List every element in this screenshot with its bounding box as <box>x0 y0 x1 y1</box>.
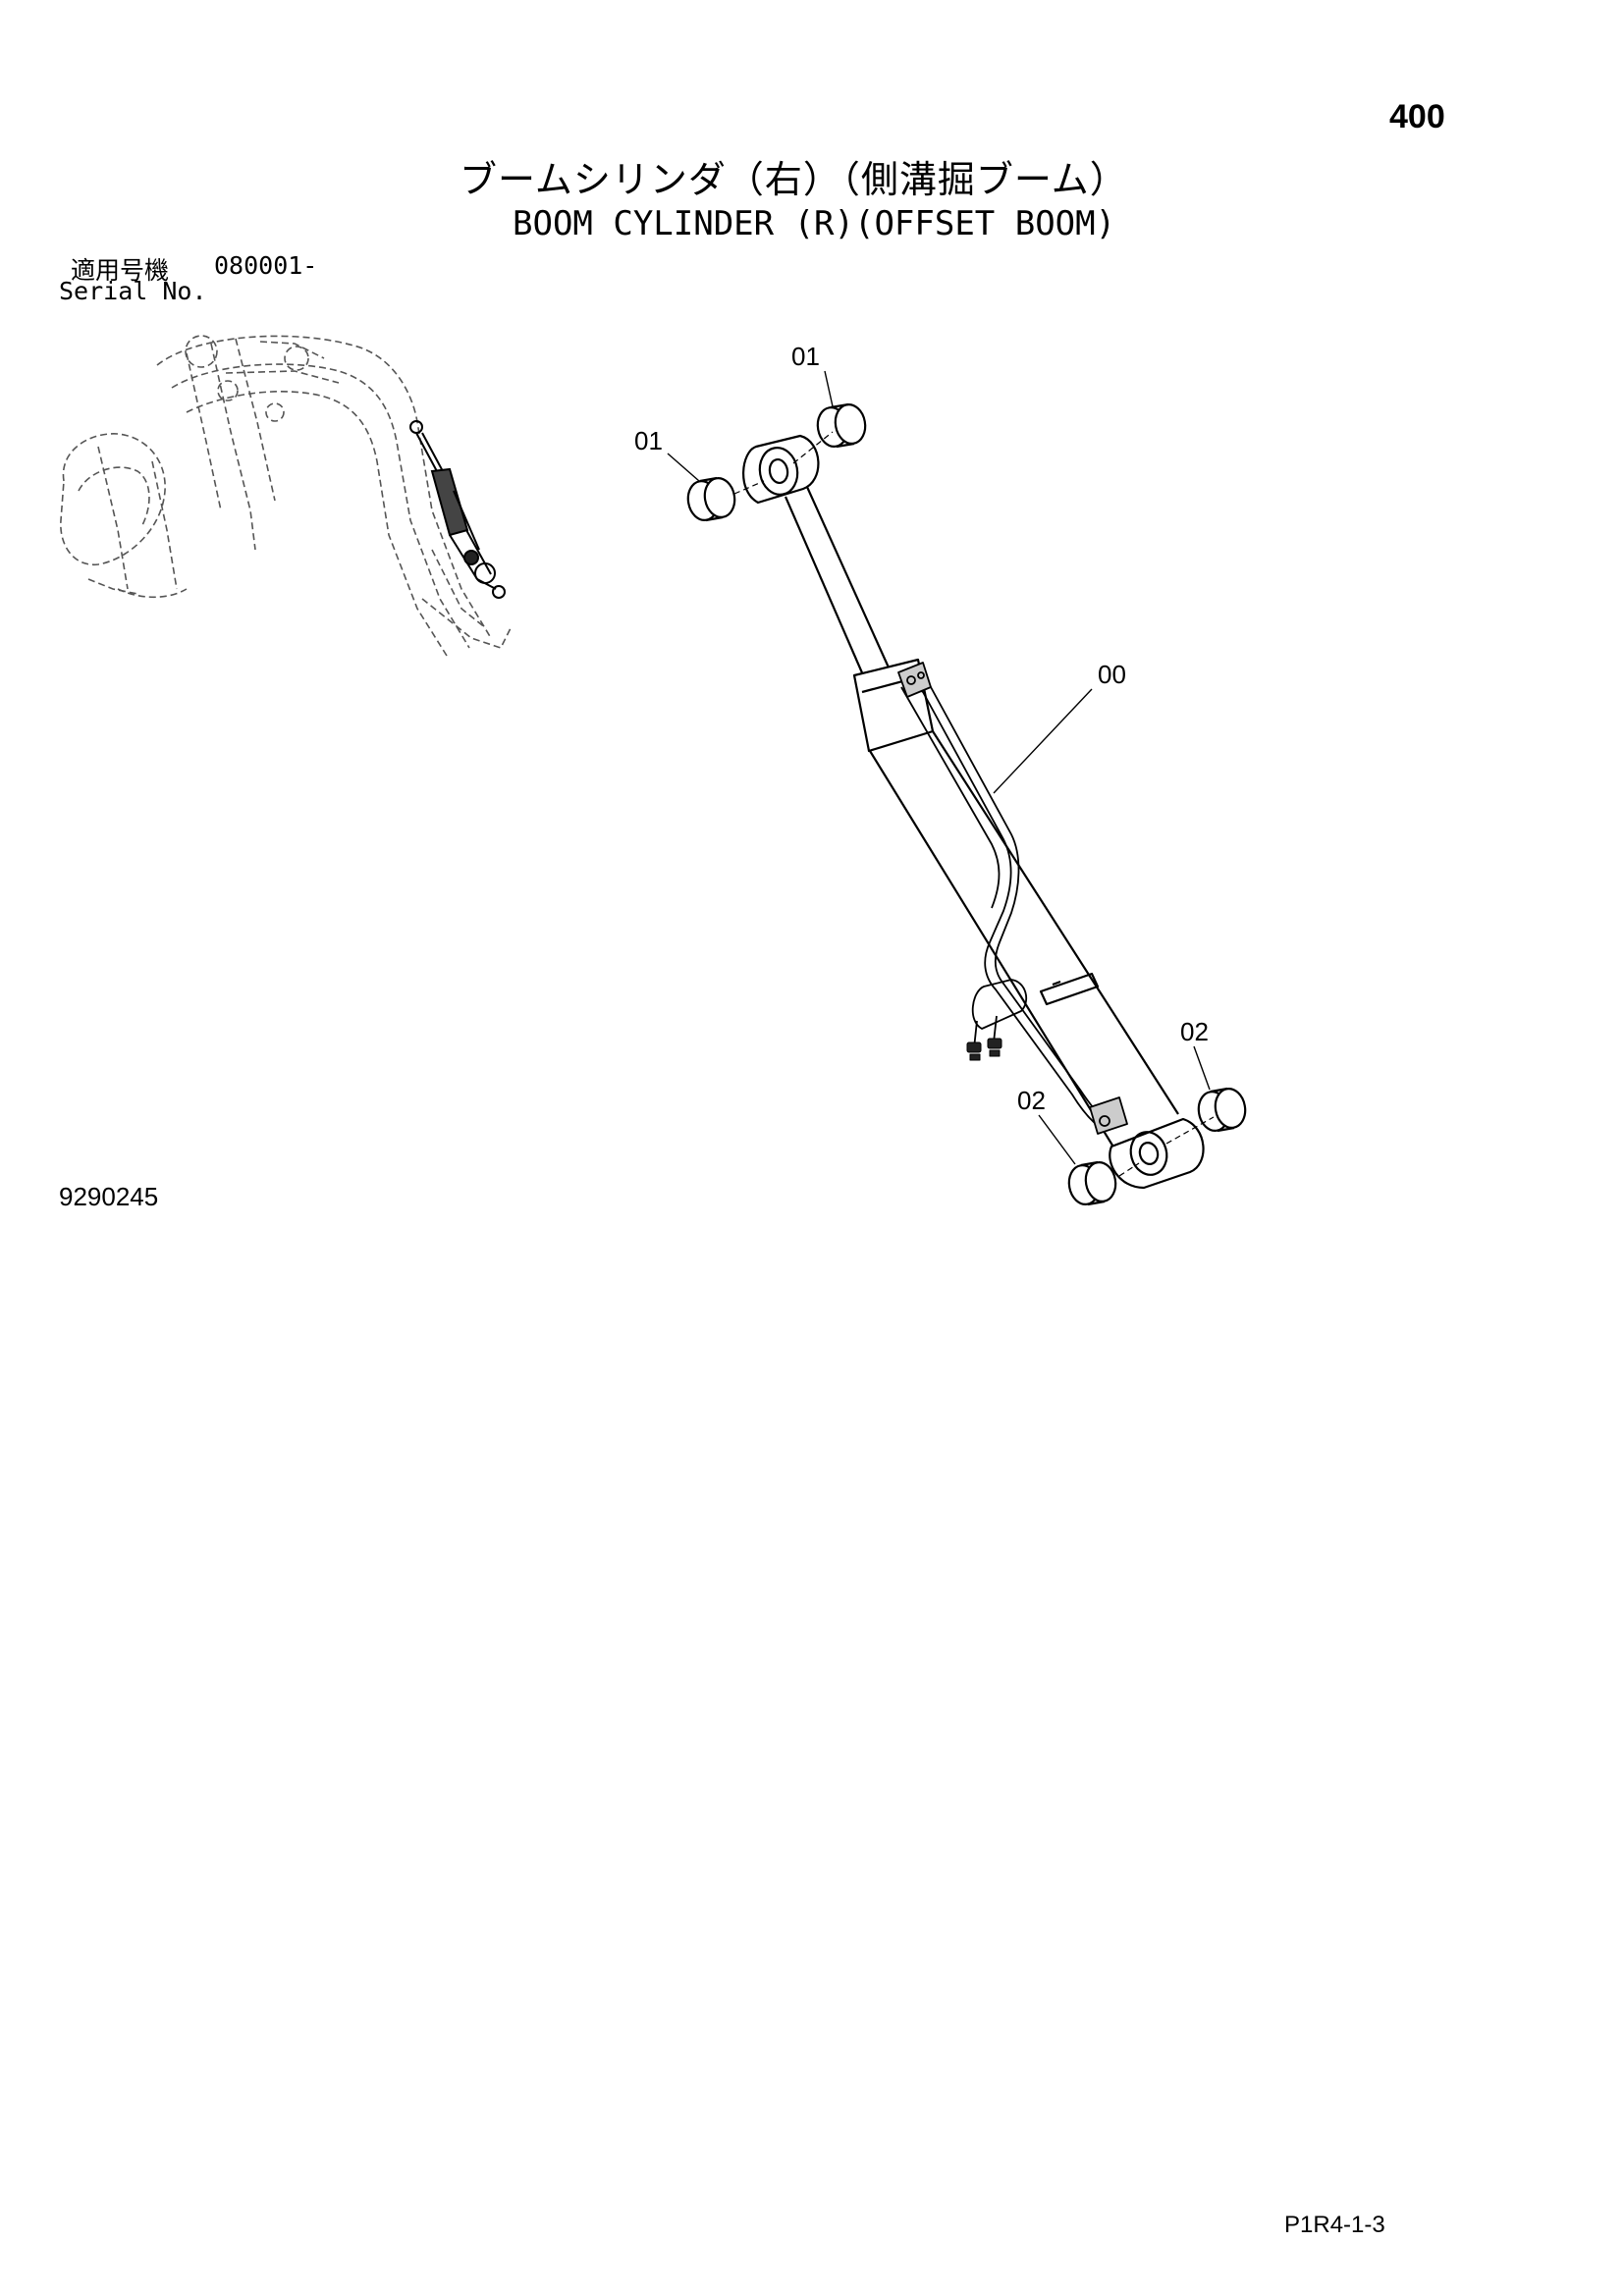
serial-label-japanese: 適用号機 <box>71 256 170 285</box>
piston-rod <box>784 486 891 678</box>
callout-part-02-right: 02 <box>1180 1017 1209 1046</box>
excavator-overview-illustration <box>60 335 512 657</box>
bushing-02-right <box>1197 1087 1247 1133</box>
highlighted-cylinder-thumbnail <box>409 420 506 599</box>
boom-cylinder-assembly <box>742 434 1205 1190</box>
bottom-eye <box>1109 1117 1205 1190</box>
hydraulic-pipe <box>897 662 1128 1135</box>
drawing-number: 9290245 <box>59 1182 159 1211</box>
title-japanese: ブームシリンダ（右）（側溝掘ブーム） <box>460 158 1128 201</box>
page-code: P1R4-1-3 <box>1284 2212 1385 2238</box>
mounting-bolts <box>966 1038 1002 1061</box>
serial-label-english: Serial No. <box>59 277 207 305</box>
callout-part-01-left: 01 <box>634 426 663 455</box>
leader-lines <box>667 370 1211 1165</box>
serial-number-value: 080001- <box>214 251 318 280</box>
bushing-02-left <box>1067 1160 1117 1206</box>
bushing-01-top <box>816 402 867 449</box>
callout-part-00: 00 <box>1098 660 1126 689</box>
rod-eye <box>742 434 820 505</box>
title-english: BOOM CYLINDER (R)(OFFSET BOOM) <box>513 204 1116 243</box>
bushing-01-left <box>686 476 736 522</box>
pin-centerlines <box>733 431 1215 1177</box>
page-number: 400 <box>1389 98 1445 135</box>
callout-part-01-top: 01 <box>791 342 820 371</box>
callout-part-02-left: 02 <box>1017 1086 1046 1115</box>
